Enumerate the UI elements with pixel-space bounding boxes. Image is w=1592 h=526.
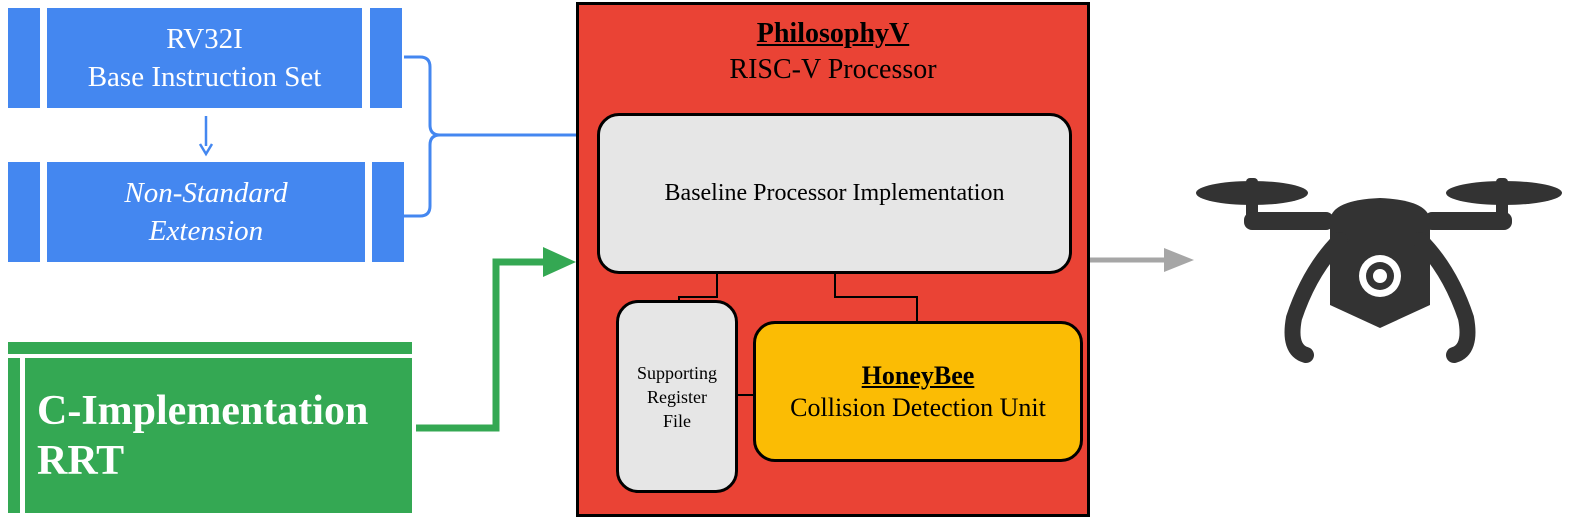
base-isa-line2: Base Instruction Set	[87, 61, 322, 93]
extension-right-bar	[372, 162, 404, 262]
c-impl-block: C-Implementation RRT	[25, 358, 412, 513]
base-isa-right-bar	[370, 8, 402, 108]
honeybee-box: HoneyBee Collision Detection Unit	[753, 321, 1083, 462]
green-arrow	[416, 247, 576, 432]
c-impl-line2: RRT	[37, 437, 125, 484]
register-file-line1: Supporting	[636, 362, 717, 383]
c-impl-top-bar	[8, 342, 412, 354]
register-file-line3: File	[662, 410, 691, 431]
extension-line2: Extension	[148, 215, 264, 247]
processor-subtitle: RISC-V Processor	[729, 54, 937, 85]
extension-line1: Non-Standard	[124, 177, 288, 209]
base-isa-line1: RV32I	[166, 23, 243, 55]
blue-down-arrow	[198, 116, 214, 157]
processor-box: PhilosophyV RISC-V Processor Baseline Pr…	[576, 2, 1090, 517]
extension-block: Non-Standard Extension	[47, 162, 365, 262]
honeybee-name: HoneyBee	[861, 360, 975, 390]
processor-name: PhilosophyV	[756, 18, 910, 49]
baseline-processor-box: Baseline Processor Implementation	[597, 113, 1072, 274]
baseline-processor-label: Baseline Processor Implementation	[664, 180, 1005, 206]
extension-left-bar	[8, 162, 40, 262]
c-impl-left-bar	[8, 358, 20, 513]
base-isa-block: RV32I Base Instruction Set	[47, 8, 362, 108]
register-file-line2: Register	[647, 386, 707, 407]
base-isa-left-bar	[8, 8, 40, 108]
honeybee-subtitle: Collision Detection Unit	[790, 392, 1046, 422]
register-file-box: Supporting Register File	[616, 300, 738, 493]
output-arrow	[1090, 248, 1194, 272]
blue-bracket	[404, 55, 578, 218]
c-impl-line1: C-Implementation	[37, 387, 369, 434]
